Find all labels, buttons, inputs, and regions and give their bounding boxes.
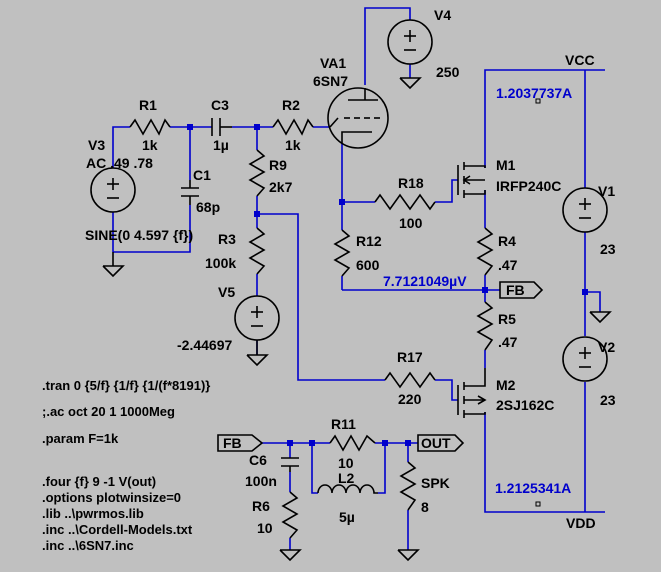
labels: V4 250 VA1 6SN7 R1 1k C3 1µ R2 1k V3 AC … bbox=[85, 7, 616, 536]
r9-symbol[interactable] bbox=[248, 149, 266, 197]
r12-value: 600 bbox=[356, 257, 380, 273]
c1-value: 68p bbox=[196, 199, 220, 215]
directive-line[interactable]: ;.ac oct 20 1 1000Meg bbox=[42, 404, 175, 419]
va1-name: VA1 bbox=[320, 55, 346, 71]
r4-symbol[interactable] bbox=[476, 227, 494, 276]
r3-value: 100k bbox=[205, 255, 236, 271]
va1-tube-symbol[interactable] bbox=[327, 87, 389, 149]
r4-name: R4 bbox=[498, 233, 516, 249]
c6-symbol[interactable] bbox=[281, 457, 299, 472]
spk-name: SPK bbox=[421, 475, 450, 491]
m1-mosfet-symbol[interactable] bbox=[457, 162, 486, 198]
c3-symbol[interactable] bbox=[211, 118, 232, 136]
v5-name: V5 bbox=[218, 284, 235, 300]
c6-name: C6 bbox=[249, 452, 267, 468]
directive-line[interactable]: .inc ..\Cordell-Models.txt bbox=[42, 522, 193, 537]
spice-directives[interactable]: .tran 0 {5/f} {1/f} {1/(f*8191)} ;.ac oc… bbox=[42, 378, 210, 553]
r2-value: 1k bbox=[285, 137, 301, 153]
v1-value: 23 bbox=[600, 241, 616, 257]
v1-symbol[interactable] bbox=[562, 187, 608, 233]
r17-symbol[interactable] bbox=[384, 371, 436, 389]
vcc-net-label: VCC bbox=[565, 52, 595, 68]
c6-value: 100n bbox=[245, 473, 277, 489]
r2-name: R2 bbox=[282, 97, 300, 113]
r18-symbol[interactable] bbox=[374, 193, 436, 211]
r6-name: R6 bbox=[252, 498, 270, 514]
v3-value: AC .49 .78 bbox=[86, 155, 153, 171]
fb-flag-left[interactable] bbox=[217, 434, 264, 452]
directive-line[interactable]: .options plotwinsize=0 bbox=[42, 490, 181, 505]
v5-symbol[interactable] bbox=[234, 295, 280, 341]
r6-symbol[interactable] bbox=[281, 491, 299, 539]
r5-name: R5 bbox=[498, 311, 516, 327]
c3-value: 1µ bbox=[213, 137, 229, 153]
r12-symbol[interactable] bbox=[333, 229, 351, 277]
r6-value: 10 bbox=[257, 520, 273, 536]
m2-name: M2 bbox=[496, 377, 516, 393]
v3-symbol[interactable] bbox=[90, 167, 136, 213]
directive-line[interactable]: .param F=1k bbox=[42, 431, 119, 446]
fb-voltage-probe: 7.7121049µV bbox=[383, 273, 467, 289]
m2-model: 2SJ162C bbox=[496, 397, 554, 413]
directive-line[interactable]: .lib ..\pwrmos.lib bbox=[42, 506, 144, 521]
fb-flag-right-label: FB bbox=[506, 282, 525, 298]
v2-symbol[interactable] bbox=[562, 336, 608, 382]
va1-model: 6SN7 bbox=[313, 73, 348, 89]
out-flag[interactable] bbox=[417, 434, 465, 452]
r5-value: .47 bbox=[498, 334, 518, 350]
v3-name: V3 bbox=[88, 137, 105, 153]
out-flag-label: OUT bbox=[421, 435, 451, 451]
directive-line[interactable]: .inc ..\6SN7.inc bbox=[42, 538, 134, 553]
r9-name: R9 bbox=[269, 157, 287, 173]
r17-name: R17 bbox=[397, 349, 423, 365]
l2-value: 5µ bbox=[339, 509, 355, 525]
vdd-net-label: VDD bbox=[566, 515, 596, 531]
v3-source: SINE(0 4.597 {f}) bbox=[85, 227, 193, 243]
v5-value: -2.44697 bbox=[177, 337, 232, 353]
r18-value: 100 bbox=[399, 215, 423, 231]
r1-symbol[interactable] bbox=[129, 118, 171, 136]
c3-name: C3 bbox=[211, 97, 229, 113]
c1-symbol[interactable] bbox=[181, 180, 199, 205]
v2-value: 23 bbox=[600, 392, 616, 408]
spk-value: 8 bbox=[421, 499, 429, 515]
r11-value: 10 bbox=[338, 455, 354, 471]
v4-name: V4 bbox=[434, 7, 451, 23]
v2-name: V2 bbox=[598, 339, 615, 355]
v4-value: 250 bbox=[436, 64, 460, 80]
r12-name: R12 bbox=[356, 233, 382, 249]
r17-value: 220 bbox=[398, 391, 422, 407]
r2-symbol[interactable] bbox=[272, 118, 314, 136]
fb-flag-left-label: FB bbox=[223, 435, 242, 451]
v4-symbol[interactable] bbox=[387, 19, 433, 65]
fb-flag-right[interactable] bbox=[499, 281, 544, 299]
probe-markers bbox=[535, 98, 541, 507]
vcc-current-probe: 1.2037737A bbox=[496, 85, 572, 101]
m2-mosfet-symbol[interactable] bbox=[457, 368, 487, 418]
r4-value: .47 bbox=[498, 257, 518, 273]
l2-name: L2 bbox=[338, 470, 355, 486]
l2-symbol[interactable] bbox=[317, 484, 378, 494]
r11-name: R11 bbox=[331, 416, 356, 432]
r18-name: R18 bbox=[398, 175, 424, 191]
r3-symbol[interactable] bbox=[248, 227, 266, 275]
spk-symbol[interactable] bbox=[399, 461, 417, 511]
r3-name: R3 bbox=[218, 231, 236, 247]
r1-value: 1k bbox=[142, 137, 158, 153]
r1-name: R1 bbox=[139, 97, 157, 113]
r5-symbol[interactable] bbox=[476, 301, 494, 351]
junction-dots bbox=[187, 124, 588, 446]
m1-name: M1 bbox=[496, 157, 516, 173]
directive-line[interactable]: .tran 0 {5/f} {1/f} {1/(f*8191)} bbox=[42, 378, 210, 393]
r9-value: 2k7 bbox=[269, 179, 293, 195]
c1-name: C1 bbox=[193, 167, 211, 183]
v1-name: V1 bbox=[598, 183, 615, 199]
symbols bbox=[90, 19, 612, 562]
directive-line[interactable]: .four {f} 9 -1 V(out) bbox=[42, 474, 156, 489]
r11-symbol[interactable] bbox=[329, 434, 376, 452]
m1-model: IRFP240C bbox=[496, 178, 561, 194]
vdd-current-probe: 1.2125341A bbox=[495, 480, 571, 496]
